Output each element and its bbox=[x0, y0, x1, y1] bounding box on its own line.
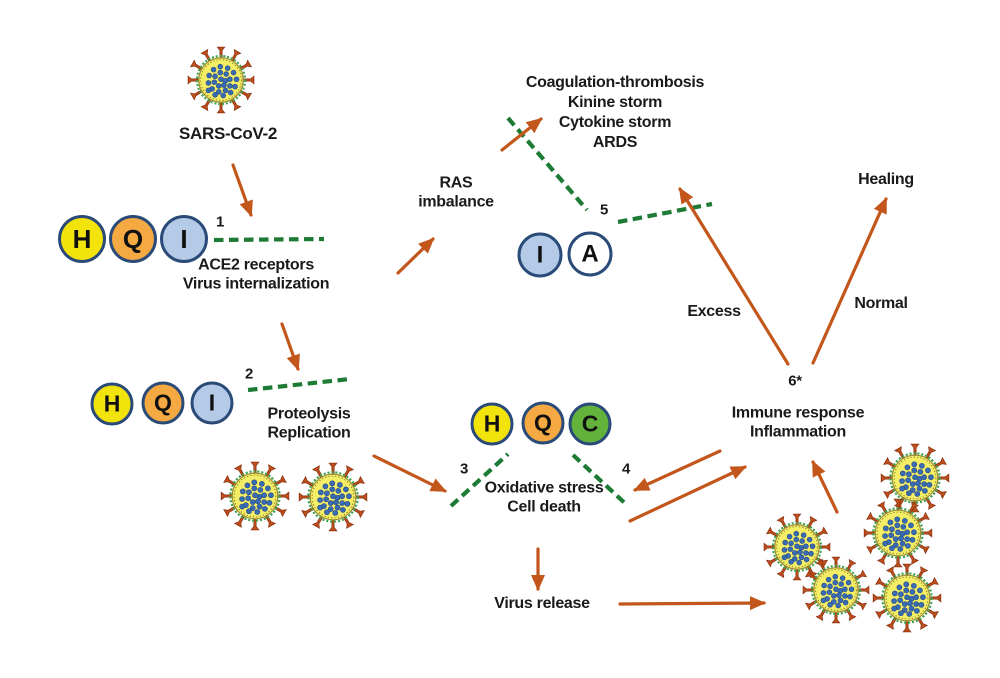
arrow-ace2-to-ras bbox=[396, 237, 435, 275]
virus-icon-cluster-2 bbox=[864, 499, 932, 567]
arrow-immune-to-oxidative bbox=[633, 449, 722, 492]
virus-icon-sars bbox=[188, 47, 254, 113]
dash-step1 bbox=[213, 236, 325, 243]
drug-circle-q3: Q bbox=[521, 401, 565, 445]
drug-circle-i1: I bbox=[160, 215, 208, 263]
drug-circle-q1: Q bbox=[109, 215, 157, 263]
step6-number: 6* bbox=[788, 372, 802, 390]
storms-label: Coagulation-thrombosis Kinine storm Cyto… bbox=[525, 73, 705, 153]
normal-label: Normal bbox=[854, 295, 908, 312]
drug-circle-c3: C bbox=[568, 402, 612, 446]
arrow-oxidative-to-immune bbox=[628, 465, 747, 523]
proteolysis-label: Proteolysis Replication bbox=[268, 406, 351, 443]
step1-number: 1 bbox=[215, 213, 225, 231]
oxidative-line1: Oxidative stress bbox=[484, 479, 604, 497]
step2-number: 2 bbox=[244, 365, 254, 383]
dash-step5-lower bbox=[617, 201, 713, 225]
healing-label: Healing bbox=[858, 171, 914, 188]
dash-step4 bbox=[571, 453, 630, 508]
storms-line3: Cytokine storm bbox=[558, 114, 672, 131]
oxidative-label: Oxidative stress Cell death bbox=[485, 480, 604, 517]
drug-circle-a4: A bbox=[567, 231, 613, 277]
ras-label: RAS imbalance bbox=[418, 175, 494, 212]
arrow-normal-to-healing bbox=[811, 197, 888, 365]
ace2-line1: ACE2 receptors bbox=[198, 256, 314, 274]
virus-icon-cluster-4 bbox=[803, 557, 869, 623]
drug-circle-h2: H bbox=[90, 382, 134, 426]
arrow-ace2-to-proteolysis bbox=[280, 322, 300, 371]
virus-icon-cluster-3 bbox=[764, 514, 830, 580]
ras-line2: imbalance bbox=[418, 193, 494, 210]
drug-circle-i2: I bbox=[190, 381, 234, 425]
storms-line1: Coagulation-thrombosis bbox=[525, 74, 705, 91]
storms-line4: ARDS bbox=[592, 134, 638, 151]
drug-circle-q2: Q bbox=[141, 381, 185, 425]
arrow-cluster-to-inflammation bbox=[811, 460, 839, 514]
immune-line2: Inflammation bbox=[750, 423, 846, 440]
oxidative-line2: Cell death bbox=[507, 498, 581, 515]
proteolysis-line1: Proteolysis bbox=[267, 405, 351, 423]
arrow-excess bbox=[678, 187, 790, 366]
excess-label: Excess bbox=[687, 303, 741, 320]
storms-line2: Kinine storm bbox=[567, 94, 663, 111]
ras-line1: RAS bbox=[439, 174, 473, 192]
immune-line1: Immune response bbox=[731, 404, 865, 422]
virus-release-label: Virus release bbox=[494, 595, 590, 612]
arrow-replication-to-oxidative bbox=[372, 454, 447, 493]
drug-circle-h1: H bbox=[58, 215, 106, 263]
virus-icon-replication-1 bbox=[221, 462, 289, 530]
step3-number: 3 bbox=[459, 460, 469, 478]
ace2-line2: Virus internalization bbox=[182, 275, 330, 292]
virus-icon-replication-2 bbox=[299, 463, 367, 531]
step4-number: 4 bbox=[621, 460, 631, 478]
virus-icon-cluster-5 bbox=[873, 564, 941, 632]
virus-label: SARS-CoV-2 bbox=[178, 124, 278, 143]
proteolysis-line2: Replication bbox=[267, 424, 351, 441]
arrow-virus-to-ace2 bbox=[231, 163, 253, 217]
arrow-ras-to-storms bbox=[500, 117, 543, 152]
arrow-release-to-cluster bbox=[618, 596, 766, 611]
dash-step2 bbox=[247, 376, 351, 393]
ace2-label: ACE2 receptors Virus internalization bbox=[182, 256, 330, 294]
immune-label: Immune response Inflammation bbox=[731, 404, 865, 442]
step5-number: 5 bbox=[599, 201, 609, 219]
drug-circle-h3: H bbox=[470, 402, 514, 446]
virus-icon-cluster-1 bbox=[881, 444, 949, 512]
drug-circle-i4: I bbox=[517, 232, 563, 278]
dash-step3 bbox=[449, 452, 510, 508]
